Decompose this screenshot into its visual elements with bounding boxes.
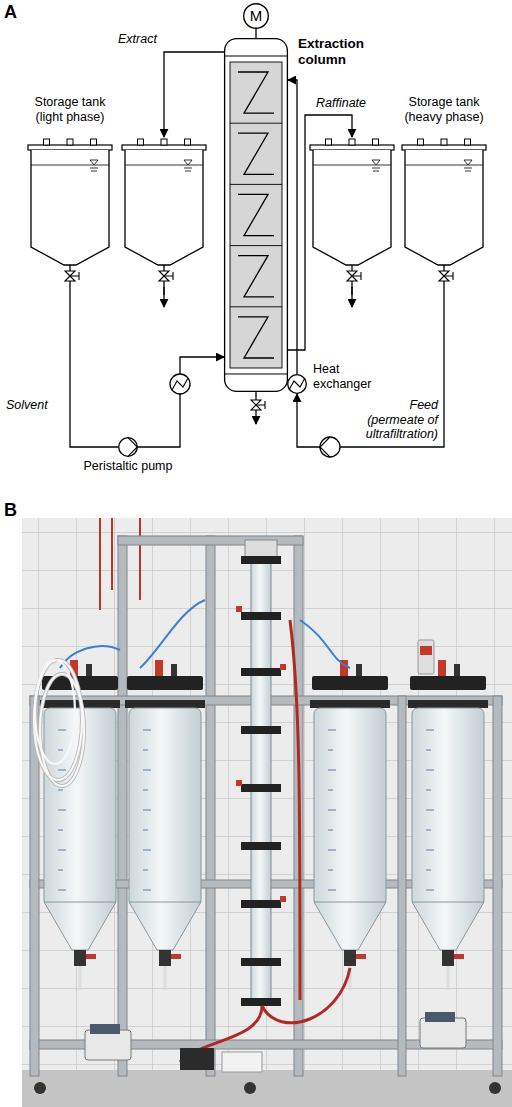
flow-line [297, 295, 444, 447]
flow-line [255, 29, 256, 38]
column-title: Extraction column [298, 36, 378, 68]
extraction-column: Extraction column [224, 38, 288, 392]
heat-exchanger-label: Heat exchanger [313, 362, 383, 392]
raffinate-line [288, 115, 352, 350]
receiver-tank [122, 139, 206, 307]
stream-label: Solvent [6, 398, 66, 413]
drain-valve [251, 392, 265, 424]
storage-tank-outline [402, 135, 486, 295]
flow-line [288, 80, 297, 374]
flow-line [70, 295, 118, 447]
pump-symbol [320, 437, 340, 457]
extraction-column-outline [224, 38, 288, 392]
motor-label: M [243, 3, 269, 29]
extract-line [164, 52, 226, 137]
heat-exchanger-symbol [170, 374, 190, 394]
pump-symbol-outline [118, 437, 138, 457]
heat-exchanger-symbol: Heat exchanger [287, 374, 307, 394]
storage-tank: Storage tank (light phase) [28, 135, 112, 295]
tank-title: Storage tank (heavy phase) [394, 95, 494, 125]
motor-symbol: M [243, 3, 269, 29]
receiver-tank [310, 139, 394, 307]
panel-letter: A [4, 2, 34, 22]
photo-illustration [22, 518, 512, 1107]
tank-title: Storage tank (light phase) [20, 95, 120, 125]
storage-tank-outline [28, 135, 112, 295]
stream-label: Raffinate [316, 96, 386, 111]
stream-note: (permeate of ultrafiltration) [336, 413, 438, 441]
flow-line [138, 357, 224, 447]
heat-exchanger-symbol-outline [287, 374, 307, 394]
pump-label: Peristaltic pump [73, 459, 183, 474]
pump-symbol: Peristaltic pump [118, 437, 138, 457]
stream-label: Extract [118, 32, 178, 47]
panel-letter: B [4, 500, 34, 520]
storage-tank: Storage tank (heavy phase) [402, 135, 486, 295]
stream-label: Feed [378, 398, 438, 413]
